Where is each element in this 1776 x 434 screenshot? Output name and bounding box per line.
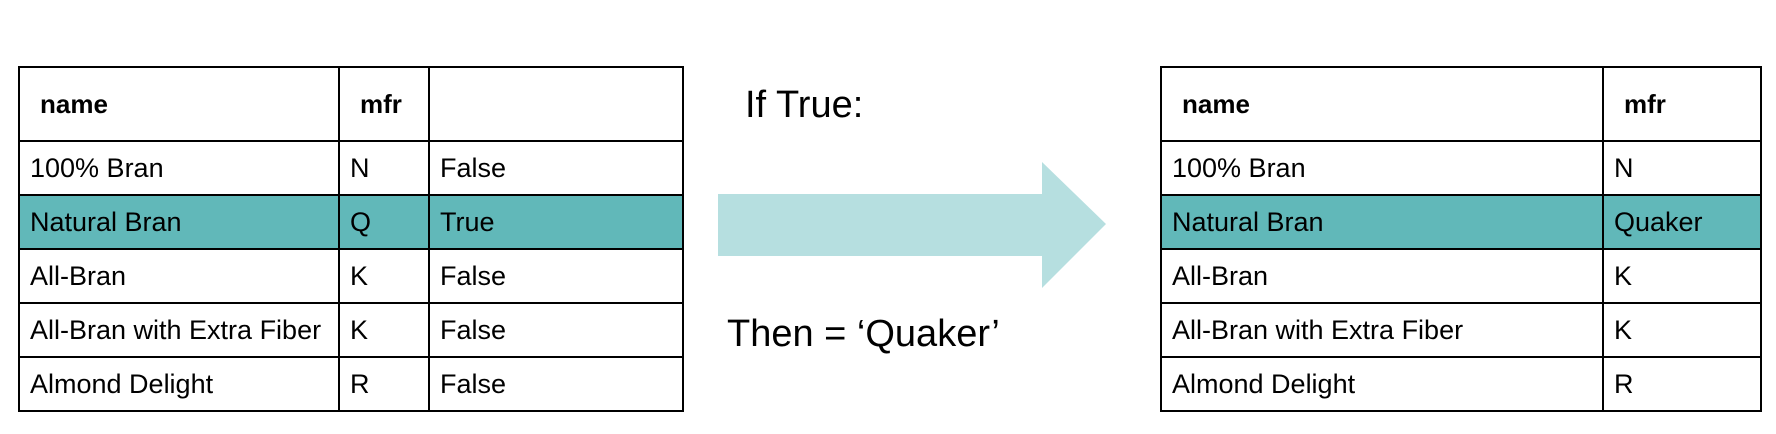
table-row: All-Bran with Extra Fiber K [1160, 302, 1762, 358]
name-cell: All-Bran with Extra Fiber [18, 302, 340, 358]
header-cell: mfr [1602, 66, 1762, 142]
name-cell: All-Bran with Extra Fiber [1160, 302, 1604, 358]
mfr-cell: K [338, 302, 430, 358]
name-cell: Natural Bran [1160, 194, 1604, 250]
mfr-cell: K [338, 248, 430, 304]
table-row: Almond Delight R [1160, 356, 1762, 412]
name-cell: Natural Bran [18, 194, 340, 250]
condition-cell: False [428, 140, 684, 196]
table-row: All-Bran K [1160, 248, 1762, 304]
name-cell: 100% Bran [1160, 140, 1604, 196]
table-row: Almond Delight R False [18, 356, 684, 412]
name-cell: Almond Delight [18, 356, 340, 412]
name-cell: 100% Bran [18, 140, 340, 196]
header-cell: name [1160, 66, 1604, 142]
header-cell: mfr [338, 66, 430, 142]
name-cell: All-Bran [18, 248, 340, 304]
name-cell: All-Bran [1160, 248, 1604, 304]
mfr-cell: Quaker [1602, 194, 1762, 250]
mfr-cell: K [1602, 302, 1762, 358]
arrow-shape [718, 162, 1106, 288]
table-row: 100% Bran N False [18, 140, 684, 196]
header-row: name mfr [1160, 66, 1762, 142]
right-arrow-icon [718, 162, 1106, 288]
table-row: All-Bran with Extra Fiber K False [18, 302, 684, 358]
mfr-cell: R [338, 356, 430, 412]
name-cell: Almond Delight [1160, 356, 1604, 412]
condition-cell: False [428, 356, 684, 412]
mfr-cell: R [1602, 356, 1762, 412]
table-row-highlighted: Natural Bran Quaker [1160, 194, 1762, 250]
result-table: name mfr 100% Bran N Natural Bran Quaker… [1160, 66, 1762, 412]
then-quaker-label: Then = ‘Quaker’ [727, 313, 1000, 355]
header-cell: name [18, 66, 340, 142]
table-row: 100% Bran N [1160, 140, 1762, 196]
source-table: name mfr 100% Bran N False Natural Bran … [18, 66, 684, 412]
table-row-highlighted: Natural Bran Q True [18, 194, 684, 250]
mfr-cell: N [338, 140, 430, 196]
condition-cell: False [428, 302, 684, 358]
if-true-label: If True: [745, 84, 864, 126]
header-cell [428, 66, 684, 142]
header-row: name mfr [18, 66, 684, 142]
condition-cell: False [428, 248, 684, 304]
mfr-cell: N [1602, 140, 1762, 196]
table-row: All-Bran K False [18, 248, 684, 304]
mfr-cell: K [1602, 248, 1762, 304]
condition-cell: True [428, 194, 684, 250]
mfr-cell: Q [338, 194, 430, 250]
